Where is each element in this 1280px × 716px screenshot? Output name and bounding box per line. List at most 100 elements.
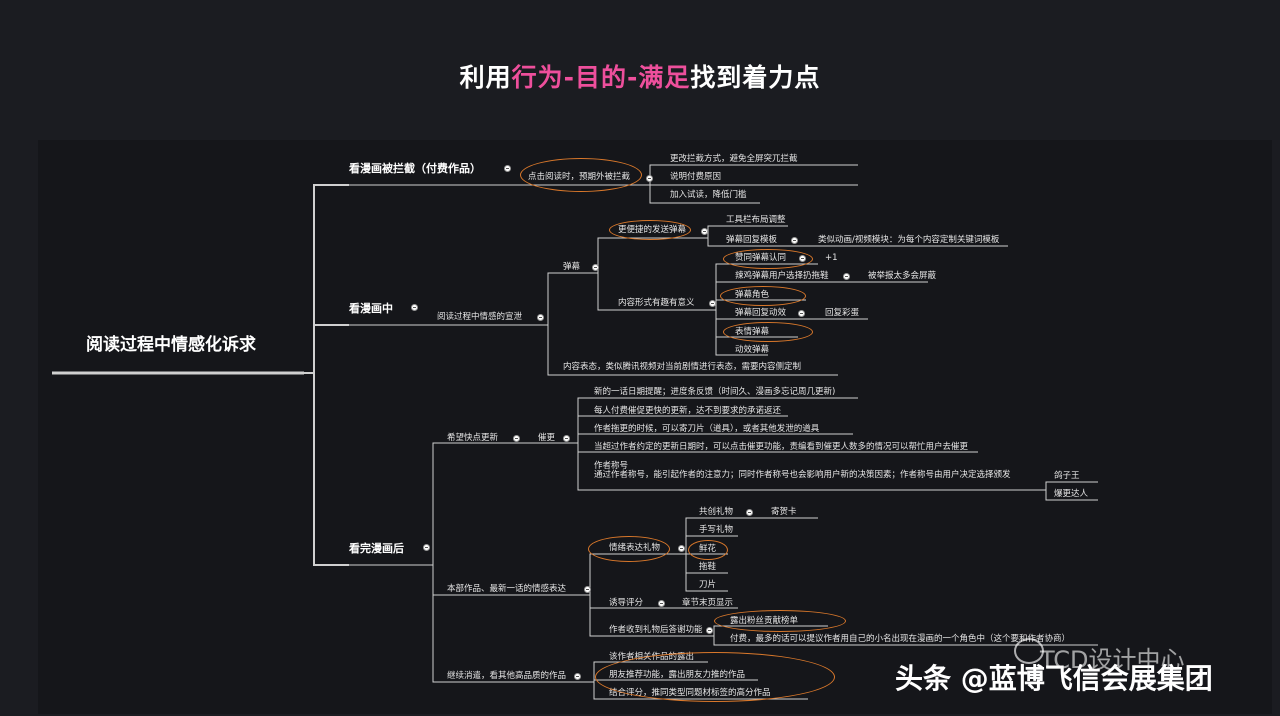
collapse-toggle-icon[interactable] [646, 175, 653, 182]
watermark-byline: 头条 @蓝博飞信会展集团 [895, 662, 1213, 695]
collapse-toggle-icon[interactable] [563, 435, 570, 442]
connector-line [577, 433, 853, 443]
node-emo: 本部作品、最新一话的情感表达 [447, 584, 567, 594]
node-rate: 诱导评分 [609, 598, 644, 608]
node-t2: 付费，最多的话可以提议作者用自己的小名出现在漫画的一个角色中（这个要和作者协商） [730, 634, 1071, 644]
collapse-toggle-icon[interactable] [701, 228, 708, 235]
wechat-icon [1014, 638, 1044, 664]
page-title: 利用行为-目的-满足找到着力点 [0, 58, 1280, 94]
watermark-brand: TCD设计中心 [1040, 646, 1185, 674]
connector-line [685, 535, 738, 554]
title-highlight: 行为-目的-满足 [511, 63, 691, 92]
connector-line [698, 225, 788, 239]
node-b3: 看完漫画后 [349, 542, 404, 555]
node-fun: 内容形式有趣有意义 [618, 298, 695, 308]
collapse-toggle-icon[interactable] [423, 544, 430, 551]
node-b1: 看漫画被拦截（付费作品） [349, 162, 481, 175]
connector-line [421, 442, 508, 566]
node-root: 阅读过程中情感化诉求 [86, 335, 256, 355]
node-reply-anim: 弹幕回复动效 [735, 308, 787, 318]
node-b1c2: 说明付费原因 [670, 172, 722, 182]
highlight-ring [688, 540, 728, 560]
connector-line [588, 237, 698, 274]
node-u5-text: 通过作者称号，能引起作者的注意力；同时作者称号也会影响用户新的决策因素；作者称号… [594, 470, 1011, 480]
node-rate-note: 章节末页显示 [682, 598, 734, 608]
node-express: 内容表态，类似腾讯视频对当前剧情进行表态，需要内容侧定制 [563, 362, 802, 372]
mindmap-connectors [52, 164, 1098, 700]
title-part-1: 利用 [459, 63, 512, 92]
node-reply-tpl: 弹幕回复模板 [726, 235, 778, 245]
node-u3: 作者拖更的时候，可以寄刀片（道具），或者其他发泄的道具 [594, 424, 820, 434]
collapse-toggle-icon[interactable] [584, 586, 591, 593]
collapse-toggle-icon[interactable] [843, 273, 850, 280]
highlight-ring [520, 158, 642, 192]
node-b1c3: 加入试读，降低门槛 [670, 190, 747, 200]
node-plus-one: +1 [825, 253, 838, 263]
node-throw: 辣鸡弹幕用户选择扔拖鞋 [735, 271, 829, 281]
collapse-toggle-icon[interactable] [798, 310, 805, 317]
connector-line [568, 397, 858, 444]
node-anim: 动效弹幕 [735, 345, 770, 355]
connector-line [547, 325, 838, 376]
highlight-ring [714, 610, 846, 632]
node-b2n1: 阅读过程中情感的宣泄 [437, 312, 523, 322]
collapse-toggle-icon[interactable] [706, 627, 713, 634]
node-thanks: 作者收到礼物后答谢功能 [609, 625, 703, 635]
connector-line [313, 373, 349, 566]
connector-line [547, 272, 588, 325]
node-u5-title: 作者称号 [594, 461, 629, 471]
connector-line [1045, 490, 1098, 501]
connector-line [1038, 481, 1098, 491]
highlight-ring [595, 652, 835, 702]
node-b1c1: 更改拦截方式，避免全屏突兀拦截 [670, 154, 798, 164]
node-u5-b: 爆更达人 [1054, 489, 1089, 499]
connector-line [577, 443, 1038, 491]
node-easter: 回复彩蛋 [825, 308, 860, 318]
connector-line [715, 310, 768, 356]
node-u4: 当超过作者约定的更新日期时，可以点击催更功能，责编看到催更人数多的情况可以帮忙用… [594, 442, 969, 452]
collapse-toggle-icon[interactable] [537, 314, 544, 321]
connector-line [597, 273, 708, 311]
collapse-toggle-icon[interactable] [678, 545, 685, 552]
connector-line [713, 636, 1098, 646]
connector-line [649, 185, 760, 204]
highlight-ring [720, 286, 806, 306]
node-u1: 新的一话日期提醒；进度条反馈（时间久、漫画多忘记周几更新) [594, 387, 836, 397]
collapse-toggle-icon[interactable] [513, 435, 520, 442]
connector-line [313, 324, 349, 373]
collapse-toggle-icon[interactable] [574, 673, 581, 680]
connector-line [304, 184, 349, 374]
highlight-ring [723, 249, 813, 269]
node-g1: 共创礼物 [699, 507, 734, 517]
node-toolbar: 工具栏布局调整 [726, 215, 786, 225]
node-hope: 希望快点更新 [447, 433, 499, 443]
collapse-toggle-icon[interactable] [746, 509, 753, 516]
node-g2: 手写礼物 [699, 525, 734, 535]
collapse-toggle-icon[interactable] [504, 165, 511, 172]
node-b2: 看漫画中 [349, 302, 393, 315]
node-reply-tpl-note: 类似动画/视频模块：为每个内容定制关键词模板 [818, 235, 1000, 245]
node-g4: 拖鞋 [699, 562, 717, 572]
node-danmu: 弹幕 [563, 262, 581, 272]
collapse-toggle-icon[interactable] [658, 600, 665, 607]
node-u5-a: 鸽子王 [1054, 471, 1080, 481]
node-cont: 继续消遣，看其他高品质的作品 [447, 671, 567, 681]
node-g5: 刀片 [699, 580, 717, 590]
connector-line [589, 595, 704, 637]
mindmap-canvas: 阅读过程中情感化诉求看漫画被拦截（付费作品）点击阅读时，预期外被拦截更改拦截方式… [38, 140, 1272, 714]
node-throw-note: 被举报太多会屏蔽 [868, 271, 937, 281]
collapse-toggle-icon[interactable] [791, 237, 798, 244]
collapse-toggle-icon[interactable] [709, 300, 716, 307]
node-urge: 催更 [538, 433, 556, 443]
highlight-ring [723, 322, 813, 342]
highlight-ring [609, 220, 691, 240]
connector-line [685, 554, 728, 592]
highlight-ring [588, 536, 670, 562]
node-g1-note: 寄贺卡 [771, 507, 797, 517]
collapse-toggle-icon[interactable] [411, 304, 418, 311]
collapse-toggle-icon[interactable] [592, 264, 599, 271]
node-u2: 每人付费催促更快的更新，达不到要求的承诺返还 [594, 406, 782, 416]
title-part-2: 找到着力点 [690, 63, 821, 92]
connector-line [432, 565, 578, 683]
connector-line [707, 238, 798, 247]
